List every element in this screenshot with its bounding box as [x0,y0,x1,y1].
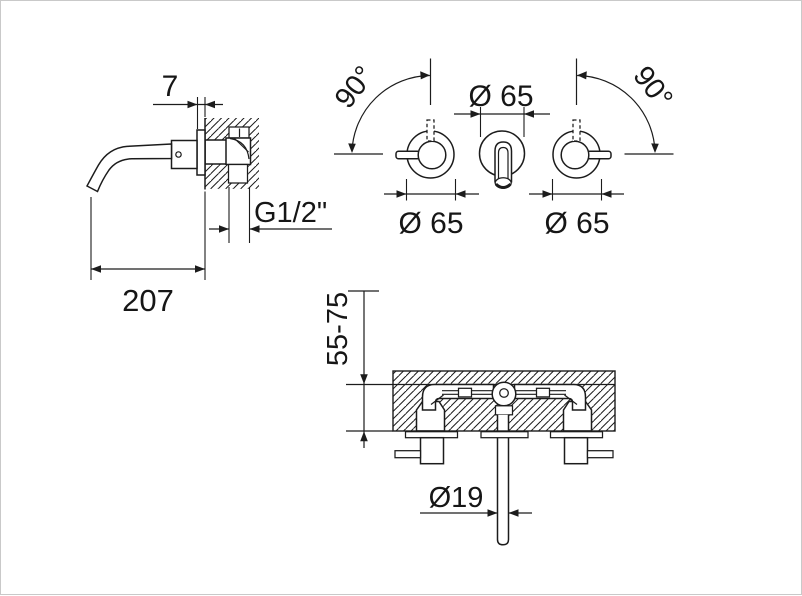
wall-section-outline [392,370,616,432]
right-lever-rotated-phantom [572,119,581,142]
right-rotation-arc [577,74,656,152]
spout-outline [85,143,173,193]
dim-tube-arrow-right [508,509,519,517]
right-pipe-diagonal [564,394,578,405]
dim-thread-extension-lines [228,187,251,243]
dim-7-arrow-left [187,100,198,109]
dim-207-extension-lines [90,191,206,280]
right-side-stub [586,450,614,459]
center-neck [494,405,514,416]
dim-thread: G1/2" [209,187,332,243]
left-dia-arrow-left [396,190,407,198]
valve-lower-body [227,163,249,184]
right-dia-arrow-left [542,190,553,198]
left-dia-arrow-right [455,190,466,198]
dim-thread-label: G1/2" [254,197,327,229]
dim-depth-label: 55-75 [322,292,354,366]
spout-flange [196,129,206,176]
right-valve-lower-body [563,436,589,465]
center-spout-outlet-shadow [495,182,512,189]
dim-7-label: 7 [162,70,179,103]
dim-207-arrow-right [195,265,205,273]
dim-7-extension-lines [196,97,206,129]
left-handle: 90° Ø 65 [329,58,479,240]
left-handle-knob [417,140,447,170]
left-pipe-diagonal [430,394,444,405]
center-union-hole [499,388,509,398]
outlet-tube [496,414,510,546]
right-arc-arrow-bottom [651,143,659,153]
dim-tube-arrow-left [487,509,498,517]
left-dia-label: Ø 65 [398,207,463,240]
right-handle: 90° Ø 65 [529,58,679,240]
center-dia-extension-lines [479,107,525,137]
center-dia-label: Ø 65 [468,80,533,113]
spout-body-screw [175,151,182,158]
bottom-view: 55-75 Ø19 [322,290,616,546]
left-rotation-label: 90° [329,60,381,114]
center-spout: Ø 65 [454,80,550,189]
dim-207-arrow-left [91,265,101,273]
front-view: 90° Ø 65 90° Ø 65 [329,58,679,240]
right-handle-knob [560,140,590,170]
left-rotation-arc [351,74,430,152]
left-arc-arrow-bottom [348,143,356,153]
left-rod-collar [457,387,473,398]
right-dia-arrow-right [601,190,612,198]
valve-diagonal [234,138,249,153]
dim-thread-arrow-left [219,225,229,233]
right-rotation-label: 90° [626,60,678,114]
left-arc-arrow-top [420,71,430,80]
left-lever-rotated-phantom [426,119,435,142]
left-lever [395,150,421,160]
valve-shoulder-arc [229,137,250,160]
dim-spout-reach: 207 [90,191,206,318]
left-valve-lower-body [419,436,445,465]
center-dia-arrow-right [524,110,534,118]
right-dia-label: Ø 65 [544,207,609,240]
right-lever [586,150,612,160]
center-spout-tube-inner [497,146,509,179]
dim-wall-offset: 7 [153,70,223,129]
dim-tube-diameter: Ø19 [420,482,532,517]
dim-207-label: 207 [122,283,174,318]
right-dia-extension-lines [551,179,603,201]
center-flange-plate [480,431,529,439]
left-flange-plate [404,431,459,439]
right-arc-arrow-top [577,71,587,80]
left-side-stub [394,450,422,459]
center-dia-arrow-left [470,110,481,118]
left-dia-extension-lines [405,179,457,201]
dim-depth-arrow-down [360,374,368,384]
dim-depth-arrow-up [360,431,368,442]
valve-connector [204,139,228,165]
dim-tube-label: Ø19 [429,482,484,514]
side-view: 7 G1/2" 207 [85,70,332,318]
right-rod-collar [535,387,551,398]
dim-7-arrow-right [205,100,215,109]
dim-thread-arrow-right [249,225,260,233]
right-flange-plate [549,431,604,439]
dim-mounting-depth: 55-75 [322,290,379,448]
